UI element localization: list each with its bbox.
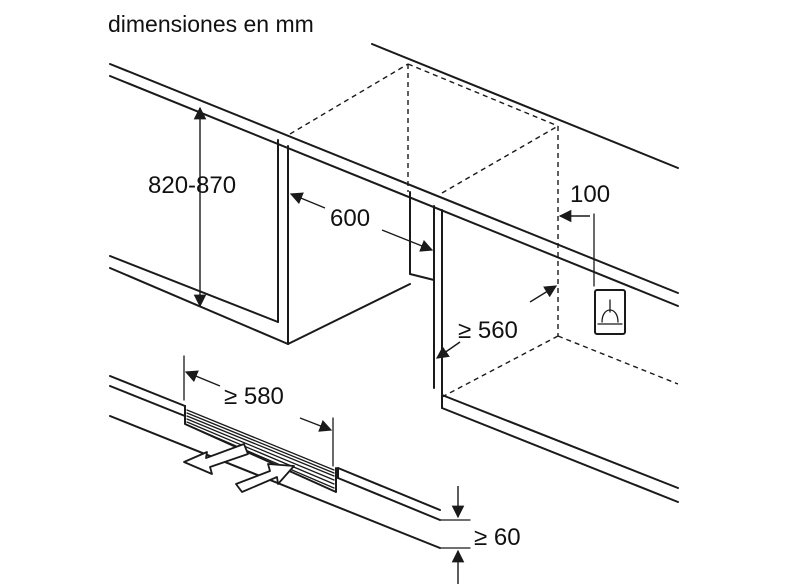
niche-outline <box>289 63 679 398</box>
dim-depth <box>289 192 434 252</box>
socket-icon <box>594 289 626 335</box>
left-cabinet <box>109 139 435 345</box>
dim-niche-width <box>435 285 558 359</box>
label-niche-width: ≥ 560 <box>458 317 518 344</box>
diagram-title: dimensiones en mm <box>108 11 314 37</box>
right-cabinet <box>433 205 679 503</box>
label-plinth-gap: ≥ 60 <box>474 524 521 551</box>
plinth <box>109 375 441 549</box>
dim-vent-length <box>183 355 334 467</box>
label-depth: 600 <box>330 205 370 232</box>
label-socket-offset: 100 <box>570 181 610 208</box>
ventilation-arrow-icon <box>183 443 295 493</box>
label-height: 820-870 <box>148 172 236 199</box>
ventilation-grille <box>184 405 337 493</box>
dim-plinth-gap <box>439 486 471 584</box>
label-vent-length: ≥ 580 <box>224 383 284 410</box>
dim-socket-offset <box>558 209 595 287</box>
